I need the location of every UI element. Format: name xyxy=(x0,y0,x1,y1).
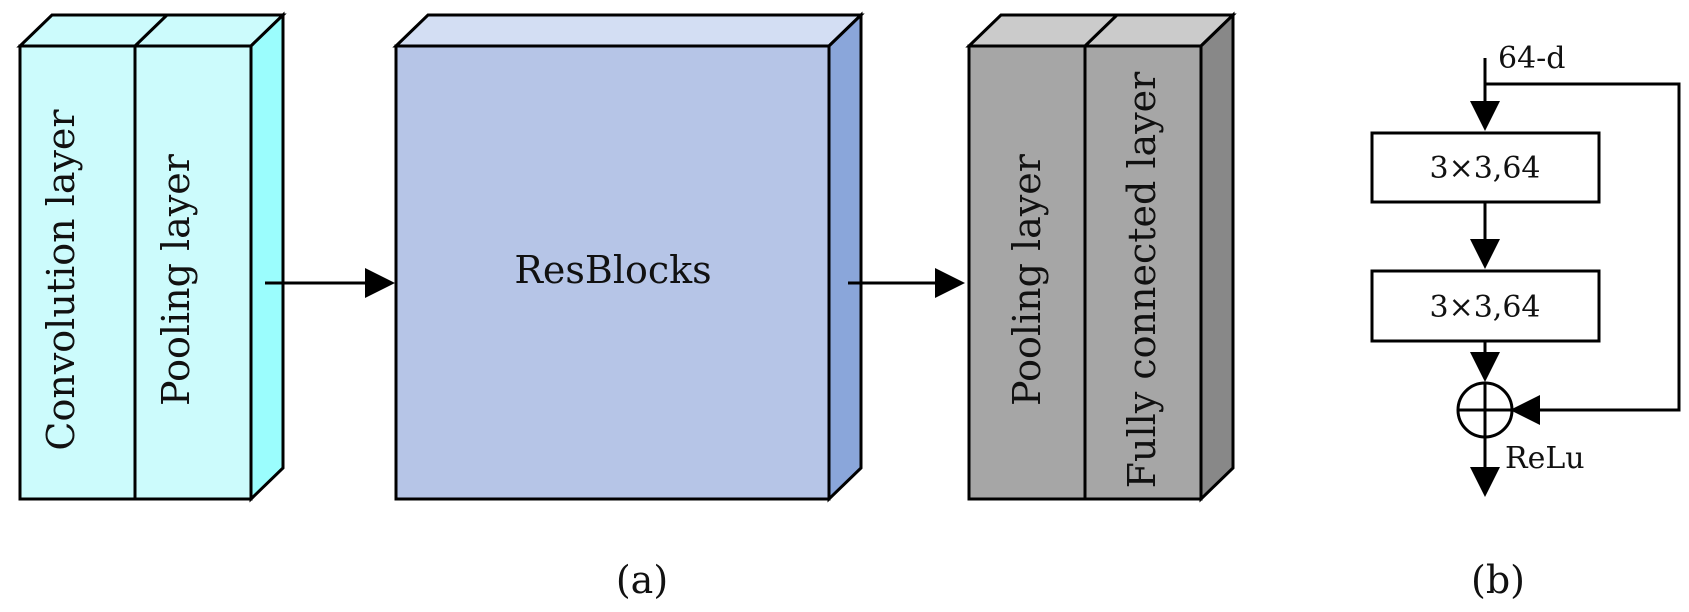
block3-side-face xyxy=(1199,11,1235,503)
convolution-layer-face xyxy=(18,44,137,501)
panel-a: Convolution layer Pooling layer ResBlock… xyxy=(16,11,1237,602)
skip-connection xyxy=(1485,82,1681,425)
convolution-layer-label: Convolution layer xyxy=(39,109,83,451)
pooling-layer-2-label: Pooling layer xyxy=(1005,153,1049,406)
conv1-label: 3×3,64 xyxy=(1429,151,1540,186)
block-pool-fc: Pooling layer Fully connected layer xyxy=(965,11,1237,503)
conv1-box xyxy=(1370,131,1601,204)
pooling-layer-face xyxy=(133,44,253,501)
sum-node-icon xyxy=(1456,381,1514,439)
pooling-layer-2-face xyxy=(967,44,1087,501)
relu-label: ReLu xyxy=(1505,441,1585,476)
conv2-label: 3×3,64 xyxy=(1429,290,1540,325)
input-dim-label: 64-d xyxy=(1498,41,1566,76)
block1-side-face xyxy=(249,11,285,503)
block2-top-face xyxy=(392,13,865,48)
conv2-box xyxy=(1370,269,1601,343)
resblocks-label: ResBlocks xyxy=(514,248,711,292)
pooling-layer-label: Pooling layer xyxy=(154,153,198,406)
caption-b: (b) xyxy=(1471,558,1525,602)
caption-a: (a) xyxy=(616,558,668,602)
resblocks-face xyxy=(394,44,831,501)
block2-side-face xyxy=(827,11,863,503)
fully-connected-layer-face xyxy=(1083,44,1203,501)
panel-b: 64-d 3×3,64 3×3,64 ReLu (b) xyxy=(1370,41,1681,602)
block-conv-pool: Convolution layer Pooling layer xyxy=(16,11,287,503)
fully-connected-layer-label: Fully connected layer xyxy=(1120,71,1164,488)
block-resblocks: ResBlocks xyxy=(392,11,865,503)
